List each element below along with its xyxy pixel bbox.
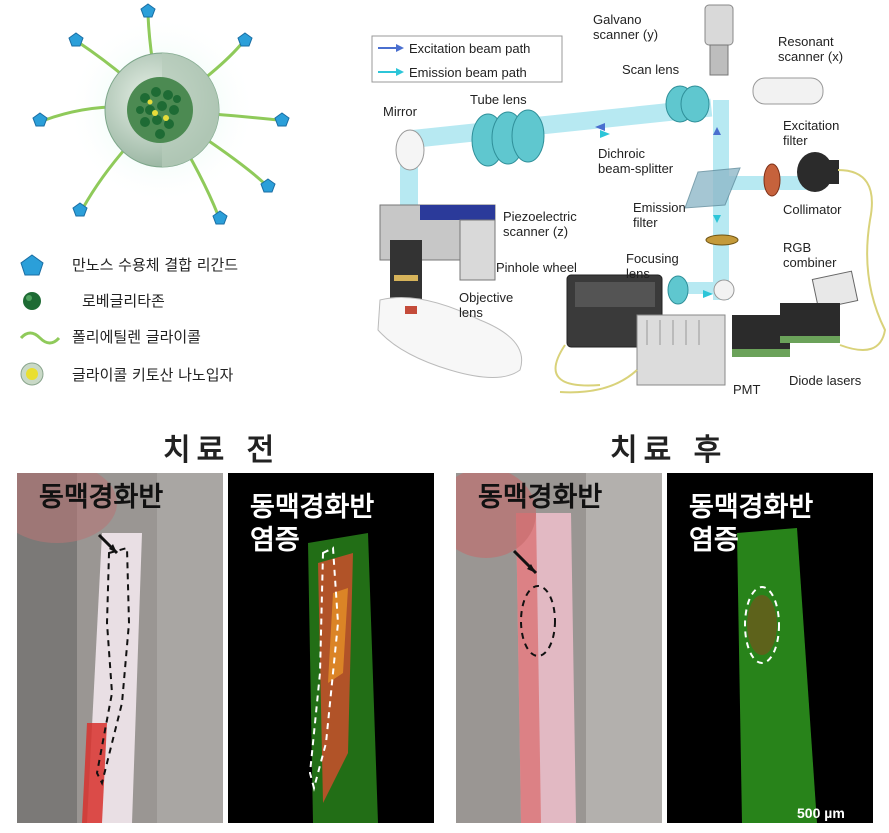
rgb-combiner-label: RGB combiner xyxy=(783,240,837,270)
excitation-legend-label: Excitation beam path xyxy=(409,41,531,56)
after-brightfield-image xyxy=(456,473,662,823)
yellow-particle-icon xyxy=(20,362,44,386)
legend-label: 글라이콜 키토산 나노입자 xyxy=(72,366,234,384)
before-heading: 치료 전 xyxy=(163,433,281,468)
before-brightfield-label: 동맥경화반 xyxy=(39,482,164,513)
nanoparticle-illustration xyxy=(32,3,290,225)
microscope-schematic xyxy=(371,4,887,394)
after-brightfield-label: 동맥경화반 xyxy=(478,482,603,513)
resonant-label: Resonant scanner (x) xyxy=(778,34,844,64)
after-fluorescence-label: 동맥경화반 염증 xyxy=(689,492,814,556)
before-brightfield-image xyxy=(17,473,223,823)
diode-lasers-label: Diode lasers xyxy=(789,373,862,388)
legend-label: 로베글리타존 xyxy=(82,292,165,310)
pmt-label: PMT xyxy=(733,382,761,397)
after-heading: 치료 후 xyxy=(610,433,728,468)
excitation-filter-label: Excitation filter xyxy=(783,118,840,148)
before-fluorescence-label: 동맥경화반 염증 xyxy=(250,492,375,556)
scan-lens-label: Scan lens xyxy=(622,62,680,77)
before-fluorescence-panel: 동맥경화반 염증 xyxy=(228,473,434,823)
tube-lens-label: Tube lens xyxy=(470,92,527,107)
green-sphere-icon xyxy=(23,292,41,310)
focusing-lens-label: Focusing lens xyxy=(626,251,679,281)
mirror-label: Mirror xyxy=(383,104,417,119)
galvano-label: Galvano scanner (y) xyxy=(593,12,659,42)
emission-filter-label: Emission filter xyxy=(633,200,686,230)
scale-bar-label: 500 µm xyxy=(797,805,845,821)
legend-label: 만노스 수용체 결합 리간드 xyxy=(72,256,239,274)
legend-label: 폴리에틸렌 글라이콜 xyxy=(72,328,201,346)
after-brightfield-panel: 동맥경화반 xyxy=(456,473,662,823)
emission-legend-label: Emission beam path xyxy=(409,65,527,80)
collimator-label: Collimator xyxy=(783,202,842,217)
wavy-line-icon xyxy=(20,331,60,345)
dichroic-label: Dichroic beam-splitter xyxy=(598,146,674,176)
piezo-label: Piezoelectric scanner (z) xyxy=(503,209,577,239)
pentagon-icon xyxy=(20,254,44,276)
objective-label: Objective lens xyxy=(459,290,514,320)
before-brightfield-panel: 동맥경화반 xyxy=(17,473,223,823)
after-fluorescence-image xyxy=(667,473,873,823)
pinhole-label: Pinhole wheel xyxy=(496,260,577,275)
before-fluorescence-image xyxy=(228,473,434,823)
after-fluorescence-panel: 동맥경화반 염증 500 µm xyxy=(667,473,873,823)
